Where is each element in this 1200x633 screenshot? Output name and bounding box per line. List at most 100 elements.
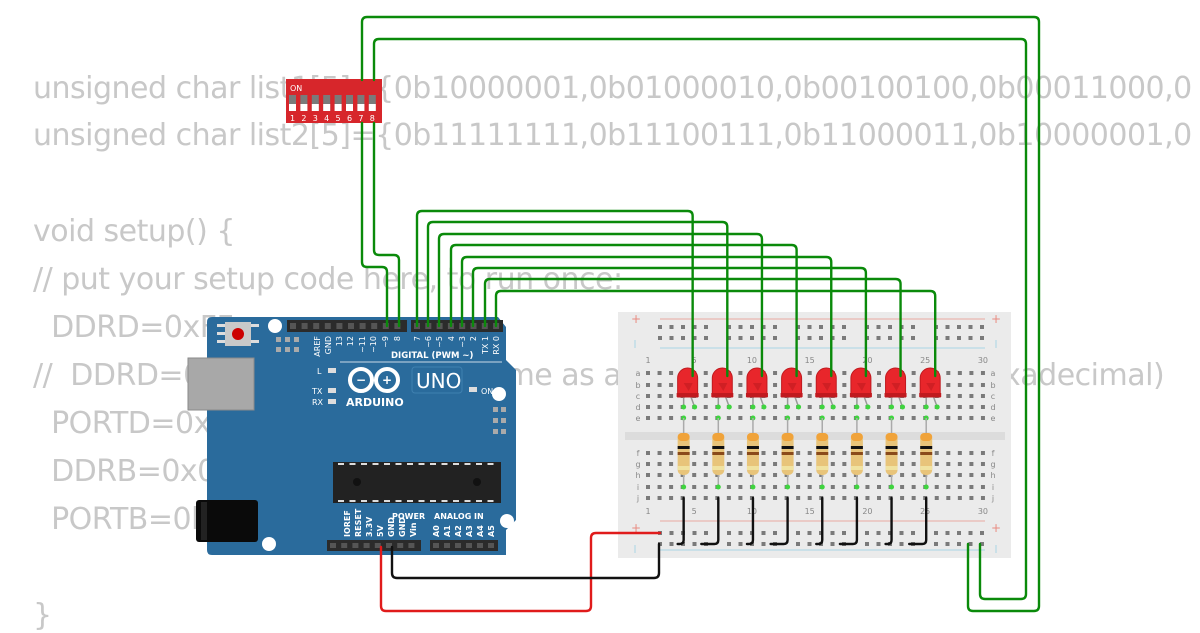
- breadboard-hole[interactable]: [842, 485, 847, 489]
- breadboard-hole[interactable]: [911, 451, 916, 455]
- rail-hole[interactable]: [704, 336, 708, 340]
- header-pin[interactable]: [371, 323, 378, 329]
- breadboard-hole[interactable]: [657, 496, 662, 500]
- header-pin[interactable]: [386, 543, 392, 548]
- breadboard-hole[interactable]: [669, 451, 674, 455]
- rail-hole[interactable]: [911, 336, 915, 340]
- dip-toggle-slot[interactable]: [346, 95, 353, 111]
- breadboard-hole[interactable]: [773, 383, 778, 387]
- breadboard-hole[interactable]: [946, 371, 951, 375]
- breadboard-hole[interactable]: [669, 416, 674, 420]
- breadboard-hole[interactable]: [669, 462, 674, 466]
- breadboard-hole[interactable]: [703, 371, 708, 375]
- breadboard-hole[interactable]: [877, 473, 881, 477]
- breadboard-hole[interactable]: [726, 462, 731, 466]
- wire-ground-jumper[interactable]: [815, 496, 824, 546]
- breadboard-hole[interactable]: [807, 394, 812, 398]
- breadboard-hole[interactable]: [934, 485, 939, 489]
- header-pin[interactable]: [374, 543, 381, 548]
- breadboard-hole[interactable]: [877, 485, 881, 489]
- breadboard-hole[interactable]: [692, 451, 697, 455]
- header-pin[interactable]: [397, 543, 404, 548]
- rail-hole[interactable]: [704, 531, 708, 535]
- led-body-icon[interactable]: [850, 367, 872, 398]
- breadboard-hole[interactable]: [796, 496, 801, 500]
- breadboard-hole[interactable]: [842, 371, 847, 375]
- breadboard-hole[interactable]: [657, 485, 662, 489]
- resistor[interactable]: [885, 418, 898, 490]
- breadboard-hole[interactable]: [807, 383, 812, 387]
- rail-hole[interactable]: [692, 336, 697, 340]
- breadboard-hole[interactable]: [646, 451, 650, 455]
- rail-hole[interactable]: [934, 542, 938, 546]
- breadboard-hole[interactable]: [865, 451, 870, 455]
- usb-port[interactable]: [187, 357, 255, 411]
- rail-hole[interactable]: [842, 336, 846, 340]
- breadboard-hole[interactable]: [726, 451, 731, 455]
- breadboard-hole[interactable]: [669, 496, 674, 500]
- wire-pin-to-led[interactable]: [460, 255, 833, 378]
- rail-hole[interactable]: [945, 542, 950, 546]
- breadboard-hole[interactable]: [703, 496, 708, 500]
- header-pin[interactable]: [363, 543, 370, 548]
- breadboard-hole[interactable]: [900, 462, 905, 466]
- rail-hole[interactable]: [761, 325, 766, 329]
- header-pin[interactable]: [330, 543, 336, 548]
- rail-hole[interactable]: [692, 531, 697, 535]
- breadboard-hole[interactable]: [842, 416, 847, 420]
- header-pin[interactable]: [301, 323, 308, 329]
- breadboard-hole[interactable]: [911, 405, 916, 409]
- breadboard-hole[interactable]: [692, 496, 697, 500]
- rail-hole[interactable]: [761, 336, 766, 340]
- breadboard-hole[interactable]: [957, 462, 962, 466]
- dip-toggle[interactable]: [289, 104, 296, 111]
- breadboard-hole[interactable]: [703, 485, 708, 489]
- breadboard-hole[interactable]: [657, 405, 662, 409]
- rail-hole[interactable]: [830, 325, 835, 329]
- breadboard-hole[interactable]: [865, 473, 870, 477]
- header-pin[interactable]: [324, 323, 331, 329]
- wire-5v-to-rail[interactable]: [379, 531, 662, 613]
- breadboard-hole[interactable]: [646, 394, 650, 398]
- dip-toggle-slot[interactable]: [323, 95, 331, 111]
- breadboard-hole[interactable]: [703, 394, 708, 398]
- breadboard-hole[interactable]: [807, 371, 812, 375]
- led-body-icon[interactable]: [677, 367, 699, 398]
- rail-hole[interactable]: [980, 325, 984, 329]
- rail-hole[interactable]: [980, 336, 984, 340]
- breadboard-hole[interactable]: [646, 383, 650, 387]
- breadboard-hole[interactable]: [703, 405, 708, 409]
- rail-hole[interactable]: [876, 531, 881, 535]
- rail-hole[interactable]: [957, 325, 961, 329]
- rail-hole[interactable]: [865, 542, 869, 546]
- breadboard-hole[interactable]: [773, 394, 778, 398]
- breadboard-hole[interactable]: [842, 462, 847, 466]
- breadboard-hole[interactable]: [646, 416, 650, 420]
- breadboard-hole[interactable]: [761, 485, 766, 489]
- breadboard-hole[interactable]: [657, 383, 662, 387]
- breadboard-hole[interactable]: [807, 405, 812, 409]
- rail-hole[interactable]: [945, 531, 950, 535]
- breadboard-hole[interactable]: [900, 451, 905, 455]
- breadboard-hole[interactable]: [761, 416, 766, 420]
- rail-hole[interactable]: [807, 531, 812, 535]
- led-body-icon[interactable]: [885, 367, 907, 398]
- breadboard-hole[interactable]: [980, 416, 985, 420]
- rail-hole[interactable]: [876, 325, 881, 329]
- breadboard-hole[interactable]: [646, 496, 650, 500]
- breadboard-hole[interactable]: [877, 394, 881, 398]
- rail-hole[interactable]: [704, 325, 708, 329]
- breadboard-hole[interactable]: [842, 473, 847, 477]
- rail-hole[interactable]: [968, 325, 973, 329]
- breadboard-hole[interactable]: [900, 416, 905, 420]
- breadboard-hole[interactable]: [773, 371, 778, 375]
- breadboard-hole[interactable]: [669, 383, 674, 387]
- wire-pin-to-led[interactable]: [437, 232, 764, 378]
- rail-hole[interactable]: [830, 336, 835, 340]
- wire-pin-to-led[interactable]: [449, 243, 798, 378]
- dip-toggle[interactable]: [300, 104, 308, 111]
- breadboard-hole[interactable]: [980, 496, 985, 500]
- breadboard-hole[interactable]: [911, 473, 916, 477]
- breadboard-hole[interactable]: [738, 496, 743, 500]
- header-pin[interactable]: [488, 543, 494, 548]
